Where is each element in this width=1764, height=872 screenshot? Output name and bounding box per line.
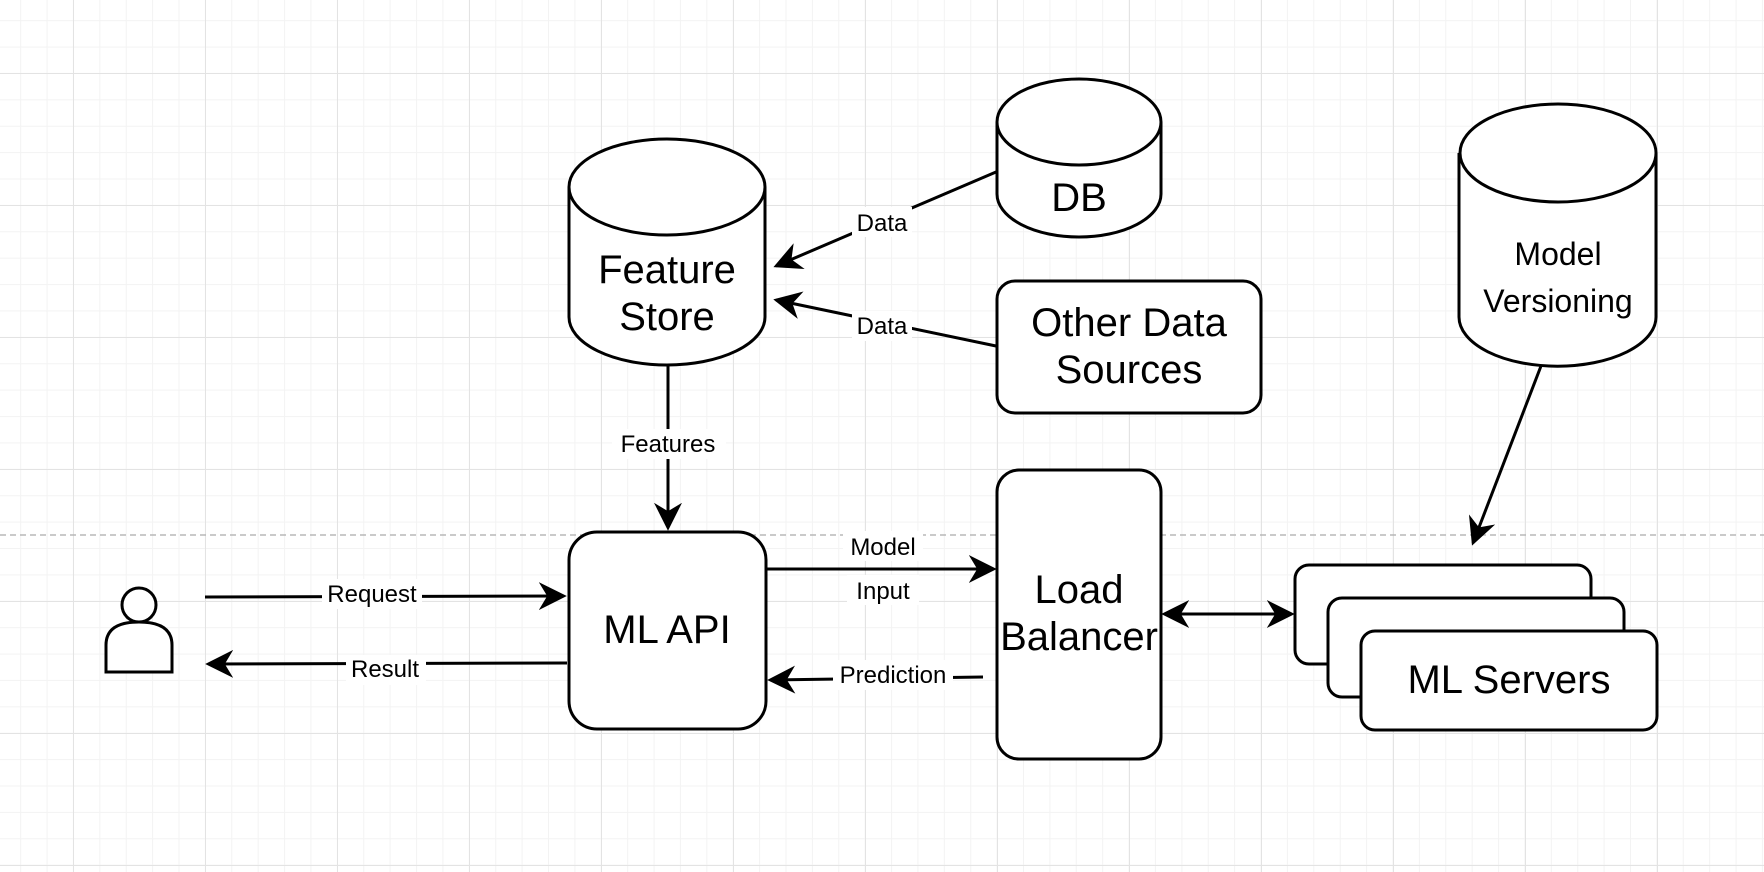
user-actor-icon[interactable] bbox=[104, 586, 174, 674]
feature-store-cylinder-top bbox=[567, 137, 767, 237]
edge-label-bg bbox=[322, 579, 422, 609]
ml-server-box-front bbox=[1359, 629, 1659, 732]
model-versioning-label-line2: Versioning bbox=[1483, 283, 1632, 319]
edge-label-model: Model bbox=[850, 534, 915, 561]
edge-label-request: Request bbox=[327, 581, 417, 608]
edge-label-input: Input bbox=[856, 578, 910, 605]
edge-label-bg bbox=[833, 660, 953, 690]
ml-api-node[interactable]: ML API bbox=[567, 530, 768, 731]
model-versioning-label-line1: Model bbox=[1514, 236, 1601, 272]
model-versioning-cylinder-body bbox=[1457, 153, 1658, 368]
ml-servers-label: ML Servers bbox=[1407, 658, 1610, 702]
db-label: DB bbox=[1051, 176, 1107, 220]
load-balancer-label-line2: Balancer bbox=[1000, 615, 1158, 659]
feature-store-cylinder-body bbox=[567, 187, 767, 367]
feature-store-label-line1: Feature bbox=[598, 248, 736, 292]
edge-label-bg bbox=[346, 655, 426, 685]
feature-store-label-line2: Store bbox=[619, 295, 715, 339]
load-balancer-box bbox=[995, 468, 1163, 761]
load-balancer-label-line1: Load bbox=[1035, 568, 1124, 612]
edge-label-prediction: Prediction bbox=[840, 662, 947, 689]
model-versioning-node[interactable]: Model Versioning bbox=[1457, 102, 1658, 368]
edge-label-features: Features bbox=[621, 431, 716, 458]
user-body bbox=[104, 620, 174, 674]
edge-label-bg bbox=[852, 311, 912, 341]
other-data-sources-box bbox=[995, 279, 1263, 415]
other-data-sources-node[interactable]: Other Data Sources bbox=[995, 279, 1263, 415]
load-balancer-node[interactable]: Load Balancer bbox=[995, 468, 1163, 761]
user-head bbox=[120, 586, 158, 624]
db-cylinder-top bbox=[995, 77, 1163, 167]
edge-label-data-other: Data bbox=[857, 313, 908, 340]
other-data-sources-label-line2: Sources bbox=[1056, 348, 1203, 392]
edge-label-data-db: Data bbox=[857, 210, 908, 237]
edge-label-bg bbox=[852, 207, 912, 237]
ml-api-label: ML API bbox=[603, 608, 730, 652]
edge-label-bg bbox=[843, 531, 923, 561]
edge-label-bg bbox=[847, 575, 919, 605]
model-versioning-cylinder-top bbox=[1458, 102, 1658, 204]
edge-model-versioning-to-ml-servers[interactable] bbox=[1468, 365, 1543, 546]
edge-label-bg bbox=[612, 429, 726, 459]
edge-label-result: Result bbox=[351, 656, 419, 683]
other-data-sources-label-line1: Other Data bbox=[1031, 301, 1227, 345]
db-node[interactable]: DB bbox=[995, 77, 1163, 239]
feature-store-node[interactable]: Feature Store bbox=[567, 137, 767, 367]
ml-api-box bbox=[567, 530, 768, 731]
ml-servers-node[interactable]: ML Servers bbox=[1293, 563, 1659, 732]
